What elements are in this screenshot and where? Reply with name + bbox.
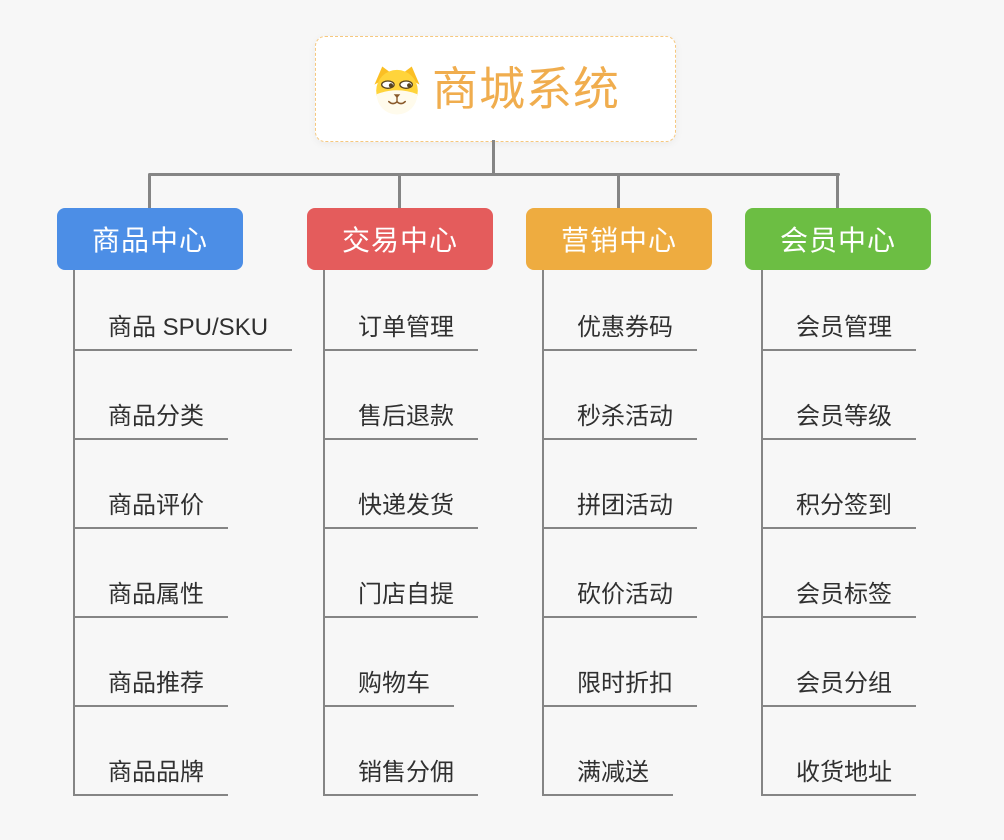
child-node[interactable]: 优惠券码 — [544, 316, 697, 351]
list-item: 优惠券码 — [544, 270, 712, 351]
child-node[interactable]: 购物车 — [325, 672, 454, 707]
child-node[interactable]: 积分签到 — [763, 494, 916, 529]
child-node[interactable]: 商品 SPU/SKU — [75, 316, 293, 351]
list-item: 售后退款 — [325, 351, 493, 440]
branch-node-member-center[interactable]: 会员中心 — [745, 208, 931, 270]
branch-node-trade-center[interactable]: 交易中心 — [307, 208, 493, 270]
connector-drop-trade — [398, 175, 401, 208]
branch-node-product-center[interactable]: 商品中心 — [57, 208, 243, 270]
list-item: 会员分组 — [763, 618, 931, 707]
branch-column-marketing: 营销中心 优惠券码 秒杀活动 拼团活动 砍价活动 限时折扣 满减送 — [526, 208, 712, 796]
list-item: 会员标签 — [763, 529, 931, 618]
child-node[interactable]: 砍价活动 — [544, 583, 697, 618]
list-item: 订单管理 — [325, 270, 493, 351]
list-item: 快递发货 — [325, 440, 493, 529]
child-node[interactable]: 会员等级 — [763, 405, 916, 440]
branch-children-member: 会员管理 会员等级 积分签到 会员标签 会员分组 收货地址 — [761, 270, 931, 796]
child-node[interactable]: 门店自提 — [325, 583, 478, 618]
child-node[interactable]: 商品评价 — [75, 494, 228, 529]
child-node[interactable]: 会员分组 — [763, 672, 916, 707]
child-node[interactable]: 订单管理 — [325, 316, 478, 351]
child-node[interactable]: 商品属性 — [75, 583, 228, 618]
branch-node-marketing-center[interactable]: 营销中心 — [526, 208, 712, 270]
list-item: 收货地址 — [763, 707, 931, 796]
child-node[interactable]: 会员标签 — [763, 583, 916, 618]
list-item: 商品属性 — [75, 529, 243, 618]
list-item: 商品 SPU/SKU — [75, 270, 293, 351]
child-node[interactable]: 商品品牌 — [75, 761, 228, 796]
list-item: 销售分佣 — [325, 707, 493, 796]
list-item: 会员等级 — [763, 351, 931, 440]
root-title: 商城系统 — [432, 63, 620, 115]
child-node[interactable]: 快递发货 — [325, 494, 478, 529]
connector-bus-horizontal — [148, 173, 840, 176]
list-item: 拼团活动 — [544, 440, 712, 529]
branch-children-marketing: 优惠券码 秒杀活动 拼团活动 砍价活动 限时折扣 满减送 — [542, 270, 712, 796]
child-node[interactable]: 销售分佣 — [325, 761, 478, 796]
list-item: 秒杀活动 — [544, 351, 712, 440]
list-item: 满减送 — [544, 707, 712, 796]
child-node[interactable]: 限时折扣 — [544, 672, 697, 707]
child-node[interactable]: 收货地址 — [763, 761, 916, 796]
child-node[interactable]: 商品分类 — [75, 405, 228, 440]
branch-children-product: 商品 SPU/SKU 商品分类 商品评价 商品属性 商品推荐 商品品牌 — [73, 270, 293, 796]
child-node[interactable]: 满减送 — [544, 761, 673, 796]
list-item: 商品推荐 — [75, 618, 243, 707]
list-item: 门店自提 — [325, 529, 493, 618]
list-item: 砍价活动 — [544, 529, 712, 618]
child-node[interactable]: 售后退款 — [325, 405, 478, 440]
list-item: 限时折扣 — [544, 618, 712, 707]
connector-drop-product — [148, 175, 151, 208]
branch-column-trade: 交易中心 订单管理 售后退款 快递发货 门店自提 购物车 销售分佣 — [307, 208, 493, 796]
list-item: 商品评价 — [75, 440, 243, 529]
branch-children-trade: 订单管理 售后退款 快递发货 门店自提 购物车 销售分佣 — [323, 270, 493, 796]
connector-drop-member — [836, 175, 839, 208]
connector-drop-marketing — [617, 175, 620, 208]
branch-column-product: 商品中心 商品 SPU/SKU 商品分类 商品评价 商品属性 商品推荐 商品品牌 — [57, 208, 293, 796]
child-node[interactable]: 商品推荐 — [75, 672, 228, 707]
list-item: 商品品牌 — [75, 707, 243, 796]
child-node[interactable]: 秒杀活动 — [544, 405, 697, 440]
branch-column-member: 会员中心 会员管理 会员等级 积分签到 会员标签 会员分组 收货地址 — [745, 208, 931, 796]
child-node[interactable]: 拼团活动 — [544, 494, 697, 529]
connector-root-vertical — [492, 140, 495, 175]
list-item: 购物车 — [325, 618, 493, 707]
root-node[interactable]: 商城系统 — [315, 36, 676, 142]
list-item: 商品分类 — [75, 351, 243, 440]
list-item: 会员管理 — [763, 270, 931, 351]
dog-face-icon — [374, 66, 420, 115]
list-item: 积分签到 — [763, 440, 931, 529]
child-node[interactable]: 会员管理 — [763, 316, 916, 351]
